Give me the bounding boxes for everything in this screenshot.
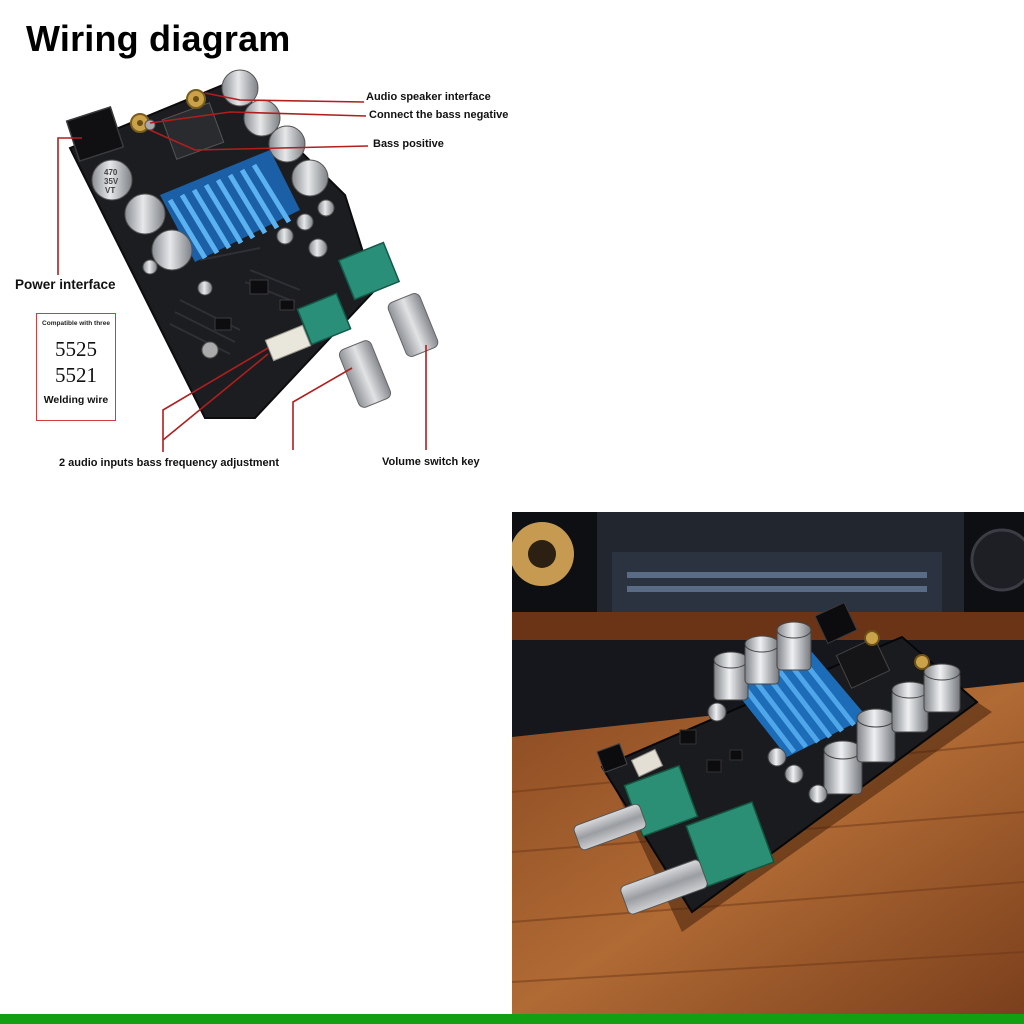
label-power-interface: Power interface — [15, 277, 116, 292]
background-speaker-left — [512, 512, 597, 622]
dc-power-jack — [65, 105, 125, 163]
photo-audio-jack — [596, 742, 628, 774]
amplifier-board-diagram: 470 35V VT — [57, 69, 439, 452]
photo-terminal-block — [835, 637, 891, 689]
capacitors-right — [221, 69, 329, 197]
volume-potentiometer — [337, 241, 439, 357]
cap-marking-value: 470 — [104, 168, 118, 177]
compatibility-box: Compatible with three 5525 5521 Welding … — [36, 313, 116, 421]
heatsink — [160, 150, 300, 262]
audio-input-header — [264, 324, 312, 362]
photo-pot-left — [573, 764, 699, 851]
page-title: Wiring diagram — [26, 18, 291, 59]
background-mixer — [612, 552, 942, 618]
compat-size-5521: 5521 — [55, 363, 97, 387]
label-bass-positive: Bass positive — [373, 138, 444, 150]
label-volume-switch-key: Volume switch key — [382, 456, 480, 468]
photo-pot-right — [620, 800, 775, 915]
small-capacitors — [142, 199, 335, 296]
capacitors-left — [91, 159, 193, 271]
background-speaker-right — [964, 512, 1024, 622]
chips — [214, 279, 295, 331]
leader-lines — [57, 92, 427, 452]
label-audio-speaker-interface: Audio speaker interface — [366, 91, 491, 103]
bottom-accent-bar — [0, 1014, 1024, 1024]
product-photo — [512, 512, 1024, 1014]
compat-size-5525: 5525 — [55, 337, 97, 361]
speaker-terminal-block — [161, 102, 225, 160]
photo-capacitors — [707, 621, 961, 804]
label-bass-negative: Connect the bass negative — [369, 109, 509, 121]
compat-welding-wire: Welding wire — [43, 394, 109, 406]
cap-marking-voltage: 35V — [104, 177, 119, 186]
bass-potentiometer — [296, 292, 392, 408]
cap-marking-series: VT — [105, 186, 115, 195]
compat-heading: Compatible with three — [42, 320, 110, 327]
photo-dc-jack — [814, 601, 858, 645]
label-audio-inputs-bass-adjustment: 2 audio inputs bass frequency adjustment — [59, 457, 280, 469]
